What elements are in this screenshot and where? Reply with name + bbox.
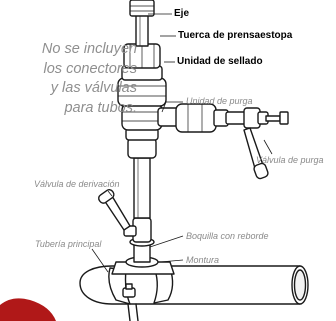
shaft <box>129 0 155 47</box>
purge-valve <box>243 107 289 180</box>
stem-pipe <box>133 157 151 219</box>
label-valvula-purga: Válvula de purga <box>256 155 324 165</box>
disclaimer-note: No se incluyen los conectores y las válv… <box>2 40 137 118</box>
note-line: No se incluyen <box>41 41 137 57</box>
label-eje: Eje <box>174 8 190 19</box>
corner-accent <box>0 298 56 321</box>
label-tuerca-prensaestopa: Tuerca de prensaestopa <box>178 30 293 41</box>
label-montura: Montura <box>186 255 220 265</box>
label-boquilla-reborde: Boquilla con reborde <box>186 231 269 241</box>
label-unidad-sellado: Unidad de sellado <box>177 56 263 67</box>
label-tuberia-principal: Tubería principal <box>35 239 102 249</box>
label-unidad-purga: Unidad de purga <box>186 96 253 106</box>
valve-body <box>121 103 163 159</box>
saddle <box>108 261 175 321</box>
leader-lines <box>91 13 273 273</box>
note-line: para tubos. <box>64 99 137 116</box>
note-line: y las válvulas <box>50 80 137 96</box>
note-line: los conectores <box>43 60 138 77</box>
label-valvula-derivacion: Válvula de derivación <box>34 179 120 189</box>
purge-unit <box>157 103 247 133</box>
